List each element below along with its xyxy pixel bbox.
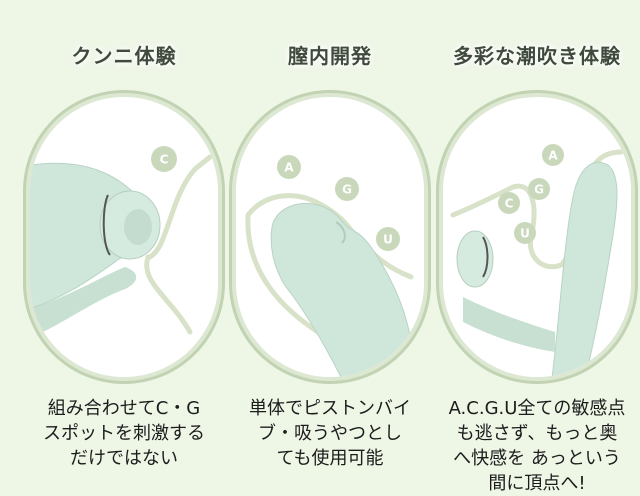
toy-shaft: [270, 202, 416, 377]
toy-seam: [482, 236, 489, 278]
internal-illustration: A G U: [245, 155, 419, 377]
letter-a: A: [548, 149, 558, 163]
squirting-illustration: A C G U: [450, 144, 624, 377]
column-clitoral: クンニ体験 C 組み合わせてC・G スポットを刺激する だけではない: [24, 0, 224, 489]
letter-a: A: [284, 161, 294, 175]
letter-g: G: [342, 183, 352, 197]
column-heading: 膣内開発: [288, 44, 372, 68]
column-squirting: 多彩な潮吹き体験 A C G U A.C.G.U全ての敏感点 も逃さず、もっと奥…: [437, 0, 637, 494]
letter-g: G: [534, 183, 544, 197]
desc-line: スポットを刺激する: [43, 423, 205, 444]
letter-badge-u: [514, 222, 536, 244]
illustration-capsule: C: [30, 97, 218, 377]
illustration-capsule: A G U: [236, 97, 424, 377]
letter-badge-u: [376, 227, 400, 251]
letter-badge-g: [335, 177, 359, 201]
column-internal: 膣内開発 A G U 単体でピストンバイ ブ・吸うやつとし ても使用可能: [230, 0, 430, 489]
desc-line: へ快感を あっという: [453, 448, 621, 469]
column-description: 組み合わせてC・G スポットを刺激する だけではない: [24, 396, 224, 471]
letter-badge-a: [542, 144, 564, 166]
desc-line: も逃さず、もっと奥: [456, 423, 618, 444]
clitoral-illustration: C: [30, 146, 213, 338]
desc-line: ても使用可能: [276, 448, 384, 469]
toy-ridge: [335, 221, 346, 244]
toy-handle: [30, 267, 137, 338]
suction-opening: [124, 209, 152, 245]
letter-c: C: [505, 197, 514, 211]
letter-badge-a: [277, 155, 301, 179]
illustration-capsule: A C G U: [443, 97, 631, 377]
letter-badge-c: [498, 192, 520, 214]
desc-line: 間に頂点へ!: [488, 473, 586, 494]
column-heading: クンニ体験: [71, 44, 177, 68]
desc-line: ブ・吸うやつとし: [258, 423, 402, 444]
desc-line: A.C.G.U全ての敏感点: [448, 398, 626, 419]
column-description: 単体でピストンバイ ブ・吸うやつとし ても使用可能: [230, 396, 430, 471]
toy-connector: [463, 297, 555, 352]
column-heading: 多彩な潮吹き体験: [453, 44, 621, 68]
desc-line: だけではない: [70, 448, 178, 469]
body-outline: [147, 154, 213, 260]
toy-shaft: [551, 161, 618, 377]
letter-badge-c: [151, 146, 177, 172]
column-description: A.C.G.U全ての敏感点 も逃さず、もっと奥 へ快感を あっという 間に頂点へ…: [437, 396, 637, 496]
desc-line: 組み合わせてC・G: [47, 398, 201, 419]
letter-badge-g: [528, 178, 550, 200]
letter-c: C: [160, 153, 169, 167]
toy-seam: [102, 194, 111, 256]
letter-u: U: [520, 227, 530, 241]
desc-line: 単体でピストンバイ: [249, 398, 411, 419]
letter-u: U: [383, 233, 393, 247]
body-outline-lower: [144, 254, 193, 335]
